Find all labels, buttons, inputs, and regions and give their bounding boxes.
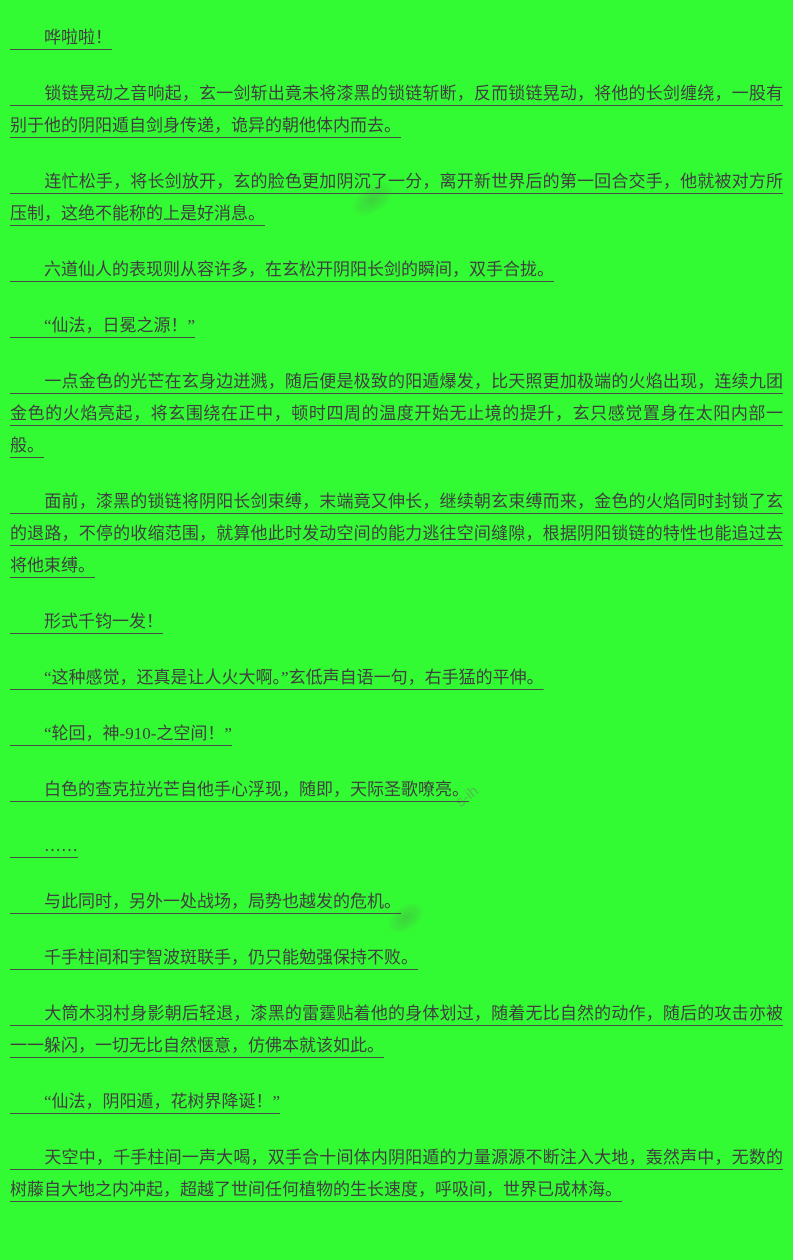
paragraph: 千手柱间和宇智波斑联手，仍只能勉强保持不败。 — [10, 948, 418, 967]
paragraph: 锁链晃动之音响起，玄一剑斩出竟未将漆黑的锁链斩断，反而锁链晃动，将他的长剑缠绕，… — [10, 84, 783, 135]
paragraph: 天空中，千手柱间一声大喝，双手合十间体内阴阳遁的力量源源不断注入大地，轰然声中，… — [10, 1148, 783, 1199]
paragraph: “仙法，日冕之源！” — [10, 316, 196, 335]
paragraph: 与此同时，另外一处战场，局势也越发的危机。 — [10, 892, 401, 911]
paragraph: “这种感觉，还真是让人火大啊。”玄低声自语一句，右手猛的平伸。 — [10, 668, 544, 687]
paragraph: “轮回，神-910-之空间！” — [10, 724, 232, 743]
paragraph: …… — [10, 836, 78, 855]
document-body: 哗啦啦！ 锁链晃动之音响起，玄一剑斩出竟未将漆黑的锁链斩断，反而锁链晃动，将他的… — [10, 28, 783, 1199]
paragraph: 六道仙人的表现则从容许多，在玄松开阴阳长剑的瞬间，双手合拢。 — [10, 260, 554, 279]
paragraph: 哗啦啦！ — [10, 28, 112, 47]
paragraph: 形式千钧一发！ — [10, 612, 163, 631]
paragraph: “仙法，阴阳遁，花树界降诞！” — [10, 1092, 281, 1111]
paragraph: 白色的查克拉光芒自他手心浮现，随即，天际圣歌嘹亮。 — [10, 780, 469, 799]
paragraph: 一点金色的光芒在玄身边迸溅，随后便是极致的阳遁爆发，比天照更加极端的火焰出现，连… — [10, 372, 783, 455]
paragraph: 连忙松手，将长剑放开，玄的脸色更加阴沉了一分，离开新世界后的第一回合交手，他就被… — [10, 172, 783, 223]
paragraph: 面前，漆黑的锁链将阴阳长剑束缚，末端竟又伸长，继续朝玄束缚而来，金色的火焰同时封… — [10, 492, 783, 575]
paragraph: 大筒木羽村身影朝后轻退，漆黑的雷霆贴着他的身体划过，随着无比自然的动作，随后的攻… — [10, 1004, 783, 1055]
